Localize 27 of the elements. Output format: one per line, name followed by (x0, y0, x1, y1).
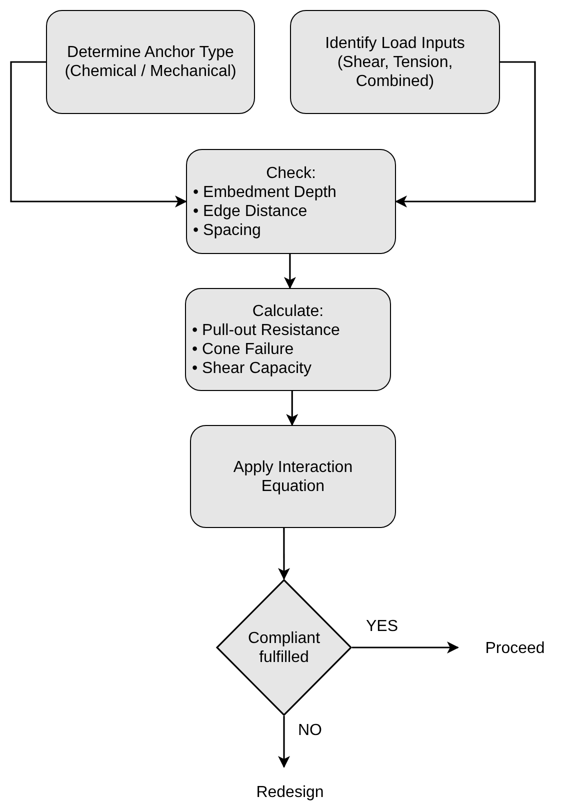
arrow (284, 254, 296, 289)
process-box (185, 288, 391, 391)
arrow (286, 391, 298, 426)
box-text: Check: (265, 164, 317, 182)
arrow (278, 716, 290, 768)
arrow (395, 61, 536, 208)
arrow (352, 642, 459, 654)
process-box (190, 425, 396, 528)
arrow (10, 61, 187, 208)
process-box (290, 10, 500, 114)
box-text: Determine Anchor Type (Chemical / Mechanical) (64, 43, 238, 81)
process-box (186, 149, 396, 254)
box-text: Identify Load Inputs (Shear, Tension, Combined) (324, 34, 466, 90)
list-item: • Shear Capacity (192, 358, 312, 378)
list-item: • Embedment Depth (193, 182, 338, 202)
arrow (278, 528, 290, 580)
list-item: • Edge Distance (193, 202, 308, 220)
outcome-text: Redesign (256, 782, 324, 802)
outcome-text: Proceed (485, 638, 545, 658)
box-text: Apply Interaction Equation (232, 458, 354, 496)
list-item: • Pull-out Resistance (192, 320, 341, 340)
box-text: Calculate: (251, 302, 325, 320)
decision-diamond (216, 579, 352, 716)
process-box (46, 10, 255, 114)
box-text: Compliant fulfilled (246, 628, 322, 666)
list-item: • Cone Failure (192, 340, 295, 358)
list-item: • Spacing (193, 220, 262, 240)
